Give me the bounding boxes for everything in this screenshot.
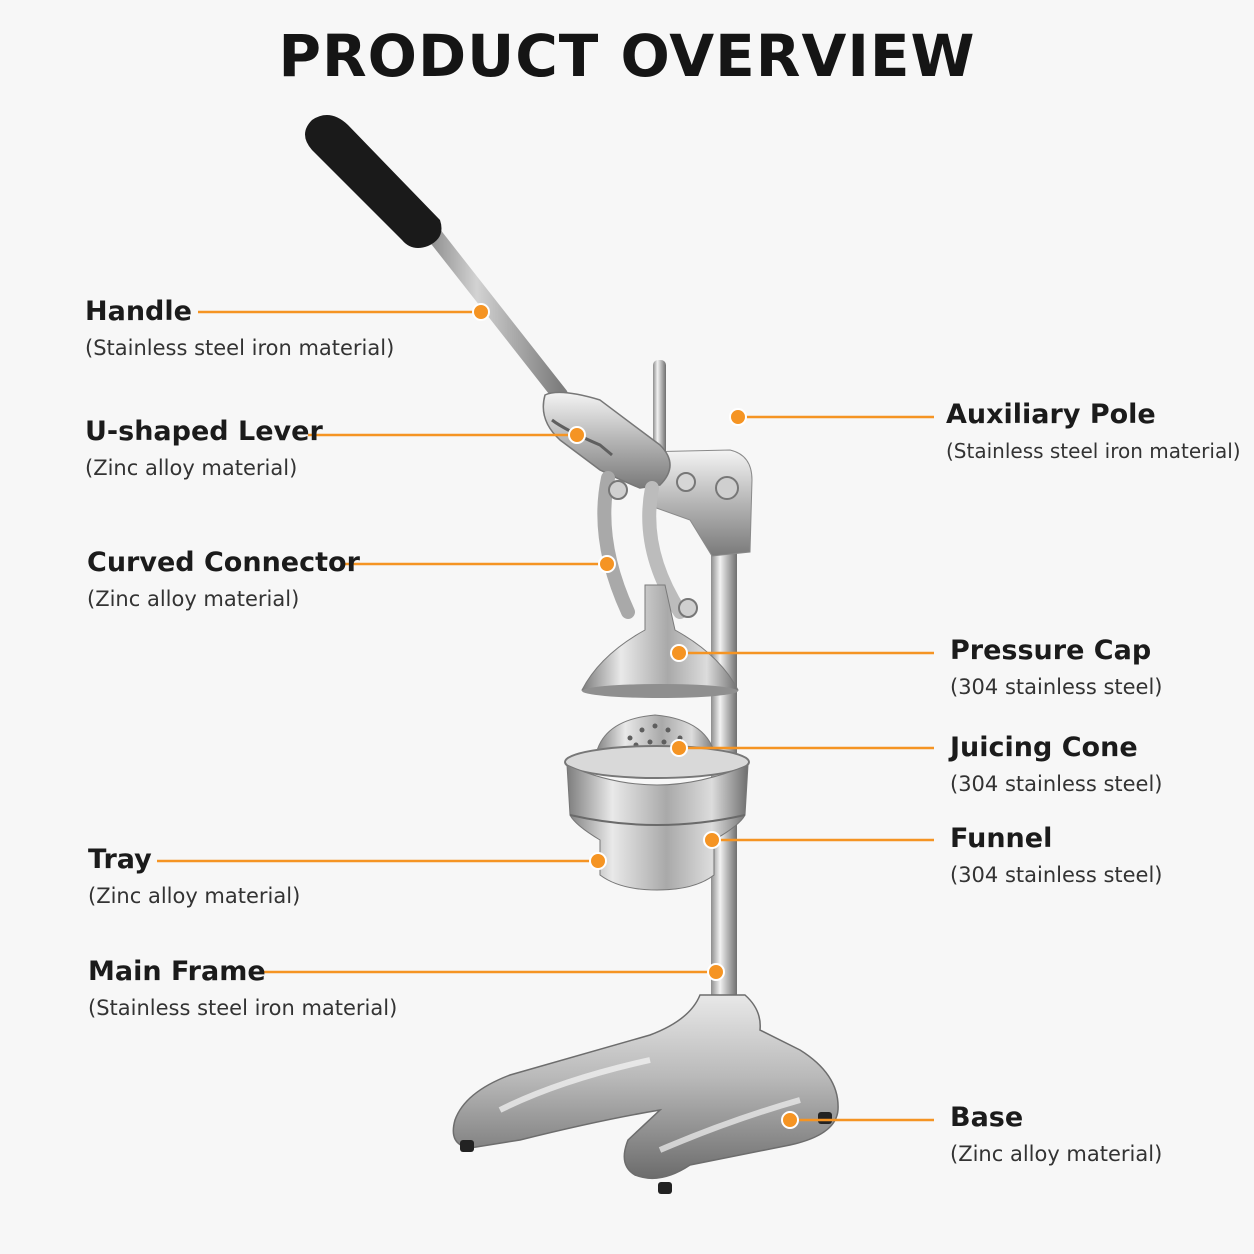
- base-shape: [452, 994, 839, 1180]
- label-tray: Tray (Zinc alloy material): [88, 843, 300, 911]
- label-funnel: Funnel (304 stainless steel): [950, 822, 1163, 890]
- part-name: Base: [950, 1102, 1024, 1133]
- part-name: Main Frame: [88, 956, 266, 987]
- handle-grip-shape: [305, 115, 442, 248]
- callout-dot-handle: [472, 303, 490, 321]
- part-material: (Zinc alloy material): [87, 587, 300, 611]
- part-name: Pressure Cap: [950, 635, 1152, 666]
- part-material: (304 stainless steel): [950, 863, 1163, 887]
- part-material: (Zinc alloy material): [88, 884, 301, 908]
- part-material: (Stainless steel iron material): [946, 439, 1241, 463]
- part-material: (Zinc alloy material): [950, 1142, 1163, 1166]
- part-material: (Stainless steel iron material): [88, 996, 398, 1020]
- callout-dot-tray: [589, 852, 607, 870]
- label-curved-connector: Curved Connector (Zinc alloy material): [87, 546, 360, 614]
- label-handle: Handle (Stainless steel iron material): [85, 295, 394, 363]
- callout-dot-base: [781, 1111, 799, 1129]
- page-title: PRODUCT OVERVIEW: [278, 22, 976, 90]
- funnel-rim-shape: [564, 745, 750, 779]
- callout-dot-main-frame: [707, 963, 725, 981]
- part-material: (304 stainless steel): [950, 772, 1163, 796]
- label-pressure-cap: Pressure Cap (304 stainless steel): [950, 634, 1163, 702]
- callout-dot-juicing-cone: [670, 739, 688, 757]
- part-material: (304 stainless steel): [950, 675, 1163, 699]
- callout-dot-pressure-cap: [670, 644, 688, 662]
- label-base: Base (Zinc alloy material): [950, 1101, 1162, 1169]
- part-name: Funnel: [950, 823, 1053, 854]
- callout-dot-funnel: [703, 831, 721, 849]
- curved-connector-shape: [597, 471, 635, 619]
- part-name: Auxiliary Pole: [946, 399, 1156, 430]
- label-auxiliary-pole: Auxiliary Pole (Stainless steel iron mat…: [946, 398, 1241, 466]
- part-material: (Stainless steel iron material): [85, 336, 395, 360]
- callout-dot-u-lever: [568, 426, 586, 444]
- part-name: U-shaped Lever: [85, 416, 323, 447]
- part-material: (Zinc alloy material): [85, 456, 298, 480]
- part-name: Curved Connector: [87, 547, 360, 578]
- callout-dot-curved-connector: [598, 555, 616, 573]
- callout-dot-auxiliary-pole: [729, 408, 747, 426]
- label-u-lever: U-shaped Lever (Zinc alloy material): [85, 415, 323, 483]
- part-name: Handle: [85, 296, 192, 327]
- main-frame-shape: [711, 470, 737, 1010]
- handle-rod-shape: [424, 224, 568, 403]
- label-juicing-cone: Juicing Cone (304 stainless steel): [950, 731, 1163, 799]
- pressure-cap-shape: [581, 584, 739, 691]
- part-name: Juicing Cone: [950, 732, 1138, 763]
- part-name: Tray: [88, 844, 152, 875]
- label-main-frame: Main Frame (Stainless steel iron materia…: [88, 955, 397, 1023]
